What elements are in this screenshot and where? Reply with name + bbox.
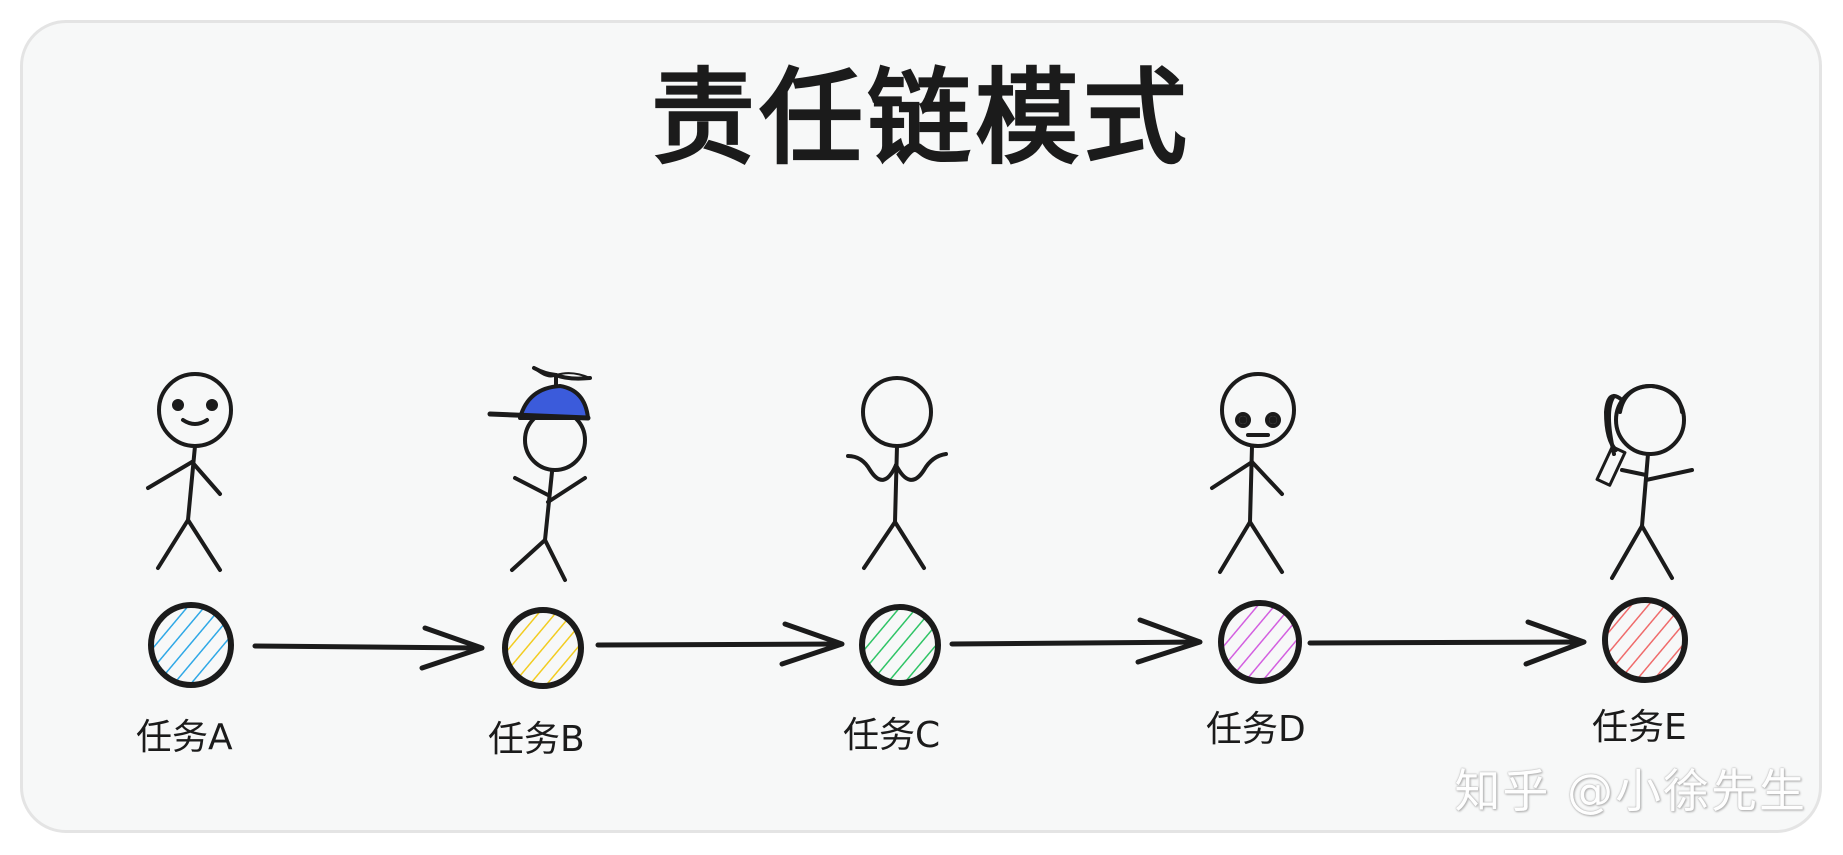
- arrow-c-to-d: [949, 617, 1203, 665]
- task-label-d: 任务D: [1206, 709, 1306, 750]
- task-node-a: [148, 602, 234, 688]
- arrow-d-to-e: [1307, 619, 1587, 667]
- phone-ponytail-stick-figure-icon: [1595, 384, 1694, 580]
- shrugging-stick-figure-icon: [846, 376, 948, 570]
- smiling-stick-figure-icon: [146, 372, 233, 572]
- task-label-a: 任务A: [136, 717, 233, 758]
- task-node-e: [1602, 597, 1688, 683]
- arrow-a-to-b: [252, 625, 485, 671]
- arrow-b-to-c: [595, 621, 845, 667]
- task-node-b: [502, 607, 584, 689]
- task-label-b: 任务B: [488, 719, 585, 760]
- worried-stick-figure-icon: [1210, 372, 1296, 574]
- watermark: 知乎 @小徐先生: [1454, 764, 1807, 818]
- task-label-e: 任务E: [1592, 707, 1687, 748]
- diagram-card: 责任链模式: [20, 20, 1822, 833]
- propeller-cap-stick-figure-icon: [487, 366, 592, 582]
- diagram-title: 责任链模式: [650, 57, 1191, 179]
- task-node-d: [1218, 600, 1302, 684]
- task-label-c: 任务C: [843, 715, 941, 756]
- task-node-c: [859, 604, 941, 686]
